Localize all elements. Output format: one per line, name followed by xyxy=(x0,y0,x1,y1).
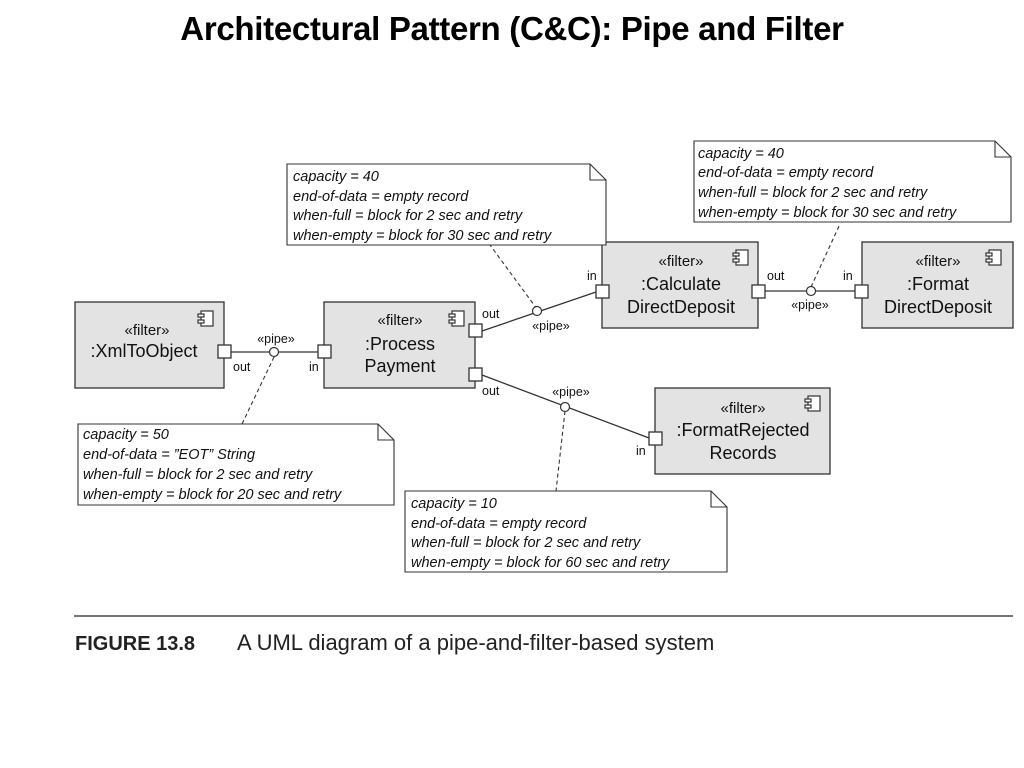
port-in[interactable] xyxy=(317,344,332,359)
note-line: when-full = block for 2 sec and retry xyxy=(411,535,641,551)
figure-label: FIGURE 13.8 xyxy=(75,633,195,655)
note-line: when-full = block for 2 sec and retry xyxy=(293,208,523,224)
component-calculate-direct-deposit[interactable]: «filter» :Calculate DirectDeposit in out xyxy=(587,241,785,329)
note-line: capacity = 40 xyxy=(293,169,379,185)
component-process-payment[interactable]: «filter» :Process Payment in out out xyxy=(309,301,500,398)
port-out-bottom[interactable] xyxy=(468,367,483,382)
component-stereotype: «filter» xyxy=(720,400,765,417)
note-xml-process: capacity = 50 end-of-data = ”EOT” String… xyxy=(77,423,395,506)
component-format-direct-deposit[interactable]: «filter» :Format DirectDeposit in xyxy=(843,241,1014,329)
port-label-in: in xyxy=(587,269,597,283)
component-box xyxy=(601,241,759,329)
pipe-label-xml-process: «pipe» xyxy=(257,332,295,346)
pipe-connector-process-rejected xyxy=(559,401,571,413)
component-box xyxy=(654,387,831,475)
port-label-in: in xyxy=(843,269,853,283)
port-in[interactable] xyxy=(595,284,610,299)
component-name: :Format xyxy=(907,274,969,294)
component-name: :Process xyxy=(365,334,435,354)
pipe-connector-process-calc xyxy=(531,305,543,317)
port-in[interactable] xyxy=(648,431,663,446)
component-stereotype: «filter» xyxy=(377,312,422,329)
note-line: end-of-data = empty record xyxy=(411,516,587,532)
pipe-label-calc-format: «pipe» xyxy=(791,298,829,312)
note-line: when-full = block for 2 sec and retry xyxy=(698,185,928,201)
port-out[interactable] xyxy=(751,284,766,299)
component-name: :XmlToObject xyxy=(90,341,197,361)
port-label-in: in xyxy=(636,444,646,458)
note-anchor-xml-process xyxy=(241,356,275,425)
note-line: end-of-data = empty record xyxy=(293,189,469,205)
port-in[interactable] xyxy=(854,284,869,299)
port-out[interactable] xyxy=(217,344,232,359)
note-anchor-process-rejected xyxy=(555,410,566,492)
note-line: when-empty = block for 30 sec and retry xyxy=(698,205,957,221)
port-label-out: out xyxy=(233,360,251,374)
note-line: when-empty = block for 20 sec and retry xyxy=(83,487,342,503)
port-label-out: out xyxy=(767,269,785,283)
port-label-in: in xyxy=(309,360,319,374)
component-xml-to-object[interactable]: «filter» :XmlToObject out xyxy=(74,301,251,389)
port-label-out-bottom: out xyxy=(482,384,500,398)
note-line: when-empty = block for 60 sec and retry xyxy=(411,555,670,571)
note-calc-format: capacity = 40 end-of-data = empty record… xyxy=(693,140,1012,223)
note-process-calc: capacity = 40 end-of-data = empty record… xyxy=(286,163,607,246)
component-stereotype: «filter» xyxy=(915,253,960,270)
note-anchor-process-calc xyxy=(489,244,538,310)
component-name: :FormatRejected xyxy=(676,420,809,440)
note-anchor-calc-format xyxy=(810,223,841,288)
note-line: end-of-data = ”EOT” String xyxy=(83,447,255,463)
note-line: end-of-data = empty record xyxy=(698,165,874,181)
slide-title: Architectural Pattern (C&C): Pipe and Fi… xyxy=(180,10,844,47)
component-format-rejected-records[interactable]: «filter» :FormatRejected Records in xyxy=(636,387,831,475)
component-name: :Calculate xyxy=(641,274,721,294)
note-line: capacity = 50 xyxy=(83,427,169,443)
component-name-line2: Records xyxy=(709,443,776,463)
port-label-out-top: out xyxy=(482,307,500,321)
note-line: capacity = 40 xyxy=(698,146,784,162)
component-name-line2: DirectDeposit xyxy=(627,297,735,317)
pipe-label-process-rejected: «pipe» xyxy=(552,385,590,399)
component-name-line2: Payment xyxy=(364,356,435,376)
component-stereotype: «filter» xyxy=(124,322,169,339)
port-out-top[interactable] xyxy=(468,323,483,338)
pipe-connector-calc-format xyxy=(805,285,817,297)
pipe-connector-xml-process xyxy=(268,346,280,358)
note-line: capacity = 10 xyxy=(411,496,497,512)
note-line: when-empty = block for 30 sec and retry xyxy=(293,228,552,244)
note-process-rejected: capacity = 10 end-of-data = empty record… xyxy=(404,490,728,573)
component-stereotype: «filter» xyxy=(658,253,703,270)
component-name-line2: DirectDeposit xyxy=(884,297,992,317)
pipe-label-process-calc: «pipe» xyxy=(532,319,570,333)
note-line: when-full = block for 2 sec and retry xyxy=(83,467,313,483)
figure-caption: A UML diagram of a pipe-and-filter-based… xyxy=(237,630,714,655)
